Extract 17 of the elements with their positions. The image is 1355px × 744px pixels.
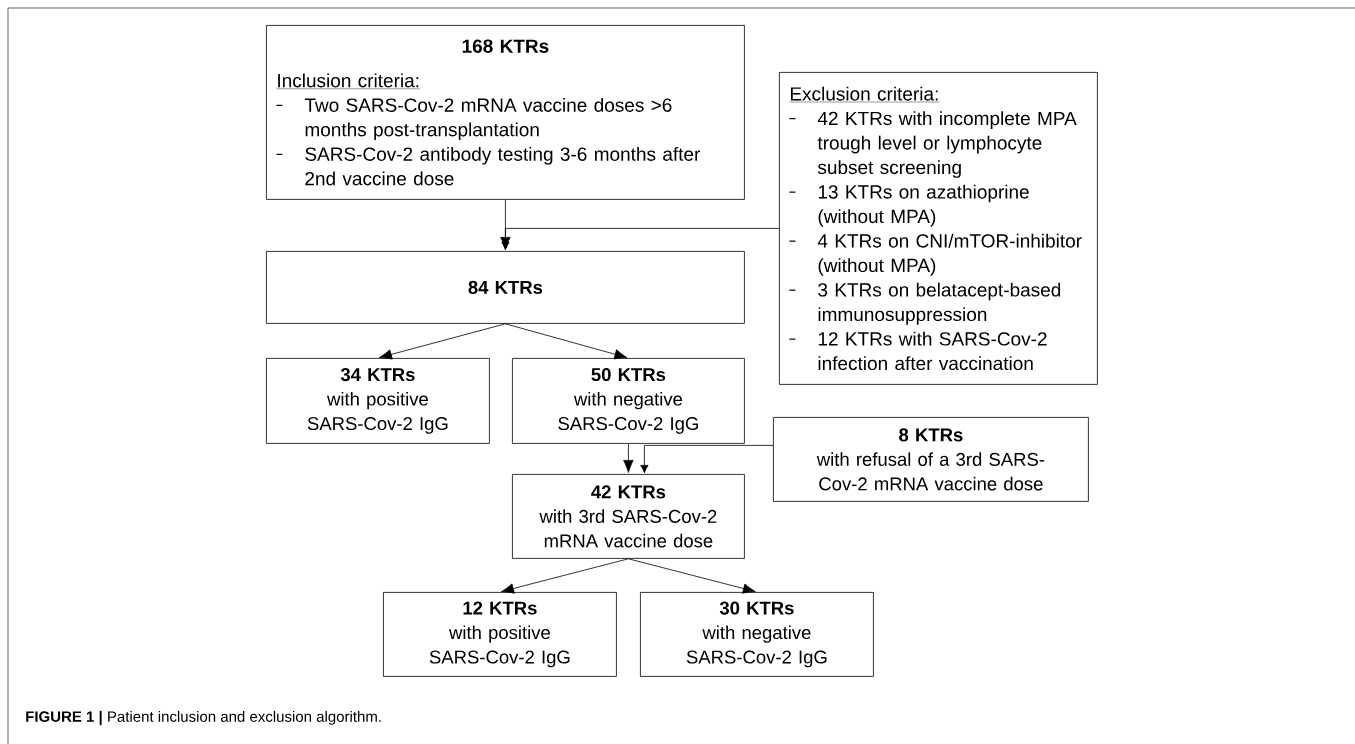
process-box: 42 KTRs with 3rd SARS-Cov-2 mRNA vaccine dose: [512, 474, 745, 559]
criteria-box: Exclusion criteria: 42 KTRs with incomplete MPA trough level or lymphocyte subset screening 13 KTRs on azathioprine (without MPA) 4 KTRs on CNI/mTOR-inhibitor (without MPA) 3 KTRs on belatacept-based immunosuppression 12 KTRs with SARS-Cov-2 infection after vaccination: [779, 72, 1098, 385]
arrow: [501, 558, 629, 594]
arrow: [505, 323, 628, 360]
arrow: [501, 228, 780, 251]
process-box: 8 KTRs with refusal of a 3rd SARS-Cov-2 mRNA vaccine dose: [773, 417, 1089, 502]
figure-caption: FIGURE 1 | Patient inclusion and exclusion algorithm.: [26, 710, 381, 726]
arrow: [379, 323, 506, 360]
arrow: [623, 443, 634, 473]
process-box: 50 KTRs with negative SARS-Cov-2 IgG: [512, 358, 745, 444]
process-box: 30 KTRs with negative SARS-Cov-2 IgG: [640, 592, 874, 677]
criteria-box: 168 KTRs Inclusion criteria: Two SARS-Cov-2 mRNA vaccine doses >6 months post-transplantation SARS-Cov-2 antibody testing 3-6 months after 2nd vaccine dose: [266, 25, 745, 200]
arrow: [628, 558, 756, 594]
process-box: 34 KTRs with positive SARS-Cov-2 IgG: [266, 358, 490, 444]
process-box: 12 KTRs with positive SARS-Cov-2 IgG: [383, 592, 617, 677]
process-box: 84 KTRs: [266, 251, 745, 324]
arrow: [640, 445, 774, 474]
